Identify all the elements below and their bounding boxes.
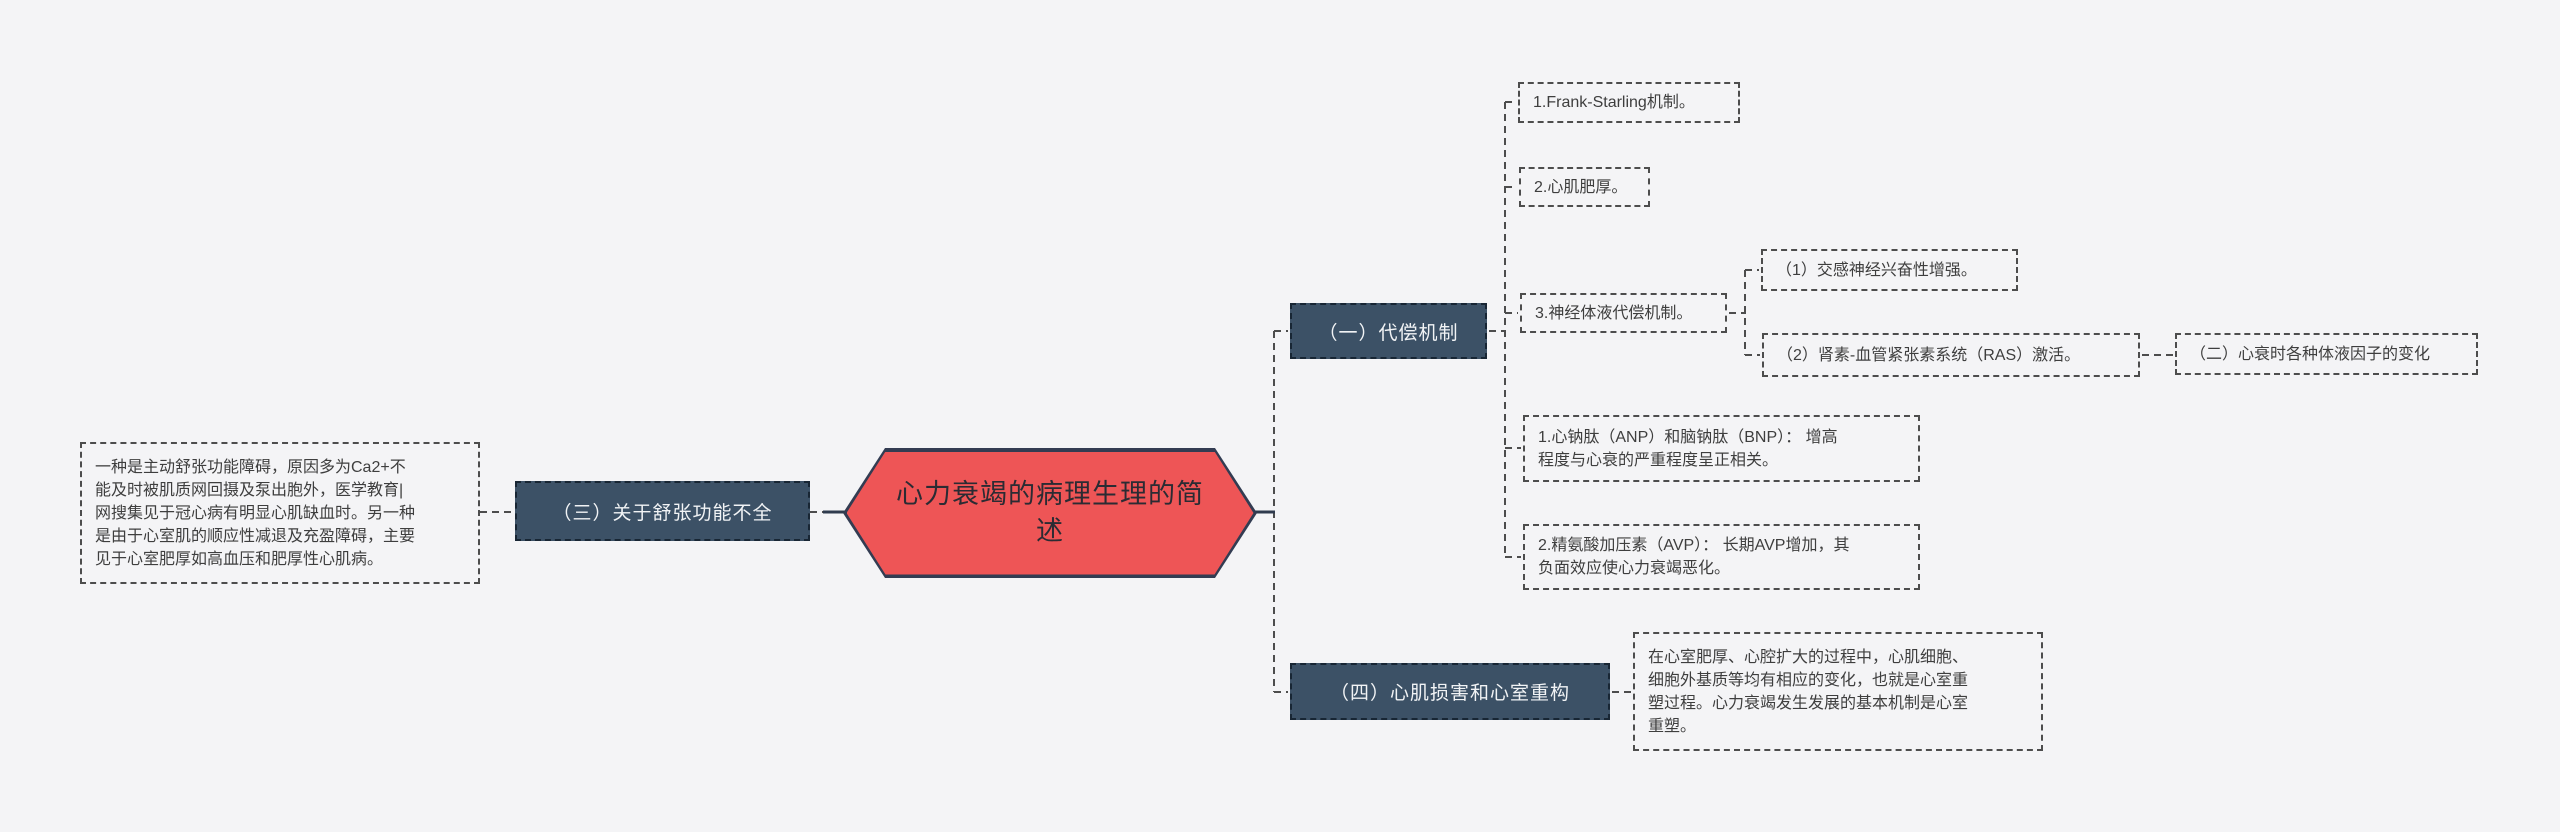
- branch-node-diastolic-dysfunction[interactable]: （三）关于舒张功能不全: [515, 481, 810, 541]
- connector-yi-children: [1489, 101, 1521, 558]
- branch-node-humoral-factors[interactable]: （二）心衰时各种体液因子的变化: [2175, 333, 2478, 375]
- connector-neuro-children: [1729, 269, 1760, 356]
- leaf-sympathetic-excitation[interactable]: （1）交感神经兴奋性增强。: [1761, 249, 2018, 291]
- connector-right-main: [1273, 330, 1288, 693]
- root-node-fill: [846, 451, 1254, 575]
- root-node[interactable]: 心力衰竭的病理生理的简 述: [843, 448, 1257, 578]
- branch-node-compensation-mechanism[interactable]: （一）代偿机制: [1290, 303, 1487, 359]
- leaf-neurohumoral-compensation[interactable]: 3.神经体液代偿机制。: [1520, 293, 1727, 333]
- branch-node-ventricular-remodeling[interactable]: （四）心肌损害和心室重构: [1290, 663, 1610, 720]
- leaf-frank-starling-mechanism[interactable]: 1.Frank-Starling机制。: [1518, 82, 1740, 123]
- leaf-avp[interactable]: 2.精氨酸加压素（AVP）： 长期AVP增加，其 负面效应使心力衰竭恶化。: [1523, 524, 1920, 590]
- leaf-raas-activation[interactable]: （2）肾素-血管紧张素系统（RAS）激活。: [1762, 333, 2140, 377]
- note-ventricular-remodeling[interactable]: 在心室肥厚、心腔扩大的过程中，心肌细胞、 细胞外基质等均有相应的变化，也就是心室…: [1633, 632, 2043, 751]
- leaf-myocardial-hypertrophy[interactable]: 2.心肌肥厚。: [1519, 167, 1650, 207]
- leaf-anp-bnp[interactable]: 1.心钠肽（ANP）和脑钠肽（BNP）： 增高 程度与心衰的严重程度呈正相关。: [1523, 415, 1920, 482]
- note-diastolic-dysfunction[interactable]: 一种是主动舒张功能障碍，原因多为Ca2+不 能及时被肌质网回摄及泵出胞外，医学教…: [80, 442, 480, 584]
- root-node-label: 心力衰竭的病理生理的简 述: [896, 479, 1204, 546]
